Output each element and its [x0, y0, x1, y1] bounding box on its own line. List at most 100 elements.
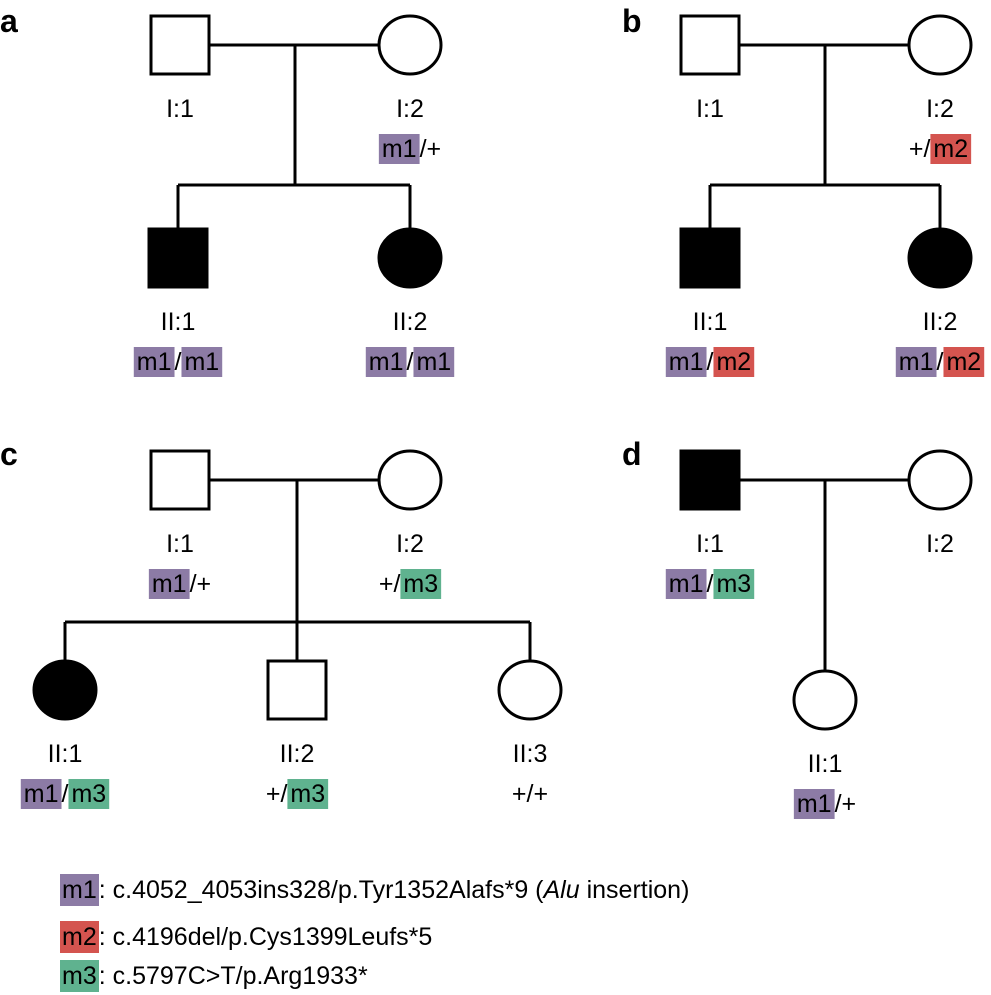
individual-b-II-1-affected-male	[679, 227, 741, 289]
genotype-allele-m2: m2	[933, 135, 968, 163]
legend-row-m1: m1: c.4052_4053ins328/p.Tyr1352Alafs*9 (…	[60, 874, 689, 906]
individual-b-II-2-id: II:2	[923, 308, 958, 336]
allele-highlight-m2	[930, 134, 972, 164]
individual-c-I-2-unaffected-female	[377, 449, 443, 511]
individual-d-I-1-affected-male	[679, 449, 741, 511]
allele-highlight-m3	[68, 779, 110, 809]
individual-c-II-3-unaffected-female	[497, 659, 563, 721]
individual-c-II-1-id: II:1	[48, 740, 83, 768]
genotype-allele-m1: m1	[137, 348, 172, 376]
genotype-separator: +/	[266, 780, 288, 808]
pedigree-symbols	[32, 14, 973, 731]
genotype-allele-m1: m1	[416, 348, 451, 376]
panel-label-c: c	[0, 436, 18, 472]
panel-label-a: a	[0, 3, 18, 39]
legend-desc-m3: c.5797C>T/p.Arg1933*	[112, 962, 368, 990]
allele-highlight-m1	[148, 569, 190, 599]
individual-b-II-2-affected-female	[907, 227, 973, 289]
genotype-separator: /	[937, 348, 944, 376]
allele-highlight-m1	[665, 347, 707, 377]
genotype-separator: /+	[190, 570, 212, 598]
allele-highlight-m1	[20, 779, 62, 809]
allele-highlight-m3	[287, 779, 329, 809]
legend-desc-m2: c.4196del/p.Cys1399Leufs*5	[112, 923, 433, 951]
individual-c-II-1-affected-female	[32, 659, 98, 721]
individual-a-I-2-unaffected-female	[377, 14, 443, 76]
individual-a-II-1-genotype: m1/m1	[133, 347, 223, 377]
legend-row-m3: m3: c.5797C>T/p.Arg1933*	[60, 960, 368, 992]
individual-c-I-2-id: I:2	[396, 530, 424, 558]
genotype-allele-m1: m1	[152, 570, 187, 598]
allele-highlight-m1	[895, 347, 937, 377]
individual-d-II-1-id: II:1	[808, 750, 843, 778]
genotype-separator: +/	[909, 135, 931, 163]
individual-a-II-2-genotype: m1/m1	[365, 347, 455, 377]
individual-d-I-1-id: I:1	[696, 530, 724, 558]
legend-emph-m1: Alu	[543, 876, 580, 904]
genotype-separator: /	[175, 348, 182, 376]
genotype-separator: /	[62, 780, 69, 808]
individual-b-II-2-genotype: m1/m2	[895, 347, 985, 377]
individual-c-II-3-id: II:3	[513, 740, 548, 768]
genotype-allele-m1: m1	[369, 348, 404, 376]
genotype-separator: /	[407, 348, 414, 376]
individual-b-I-1-id: I:1	[696, 95, 724, 123]
individual-a-I-2-id: I:2	[396, 95, 424, 123]
individual-a-I-1-id: I:1	[166, 95, 194, 123]
individual-b-I-2-genotype: +/m2	[909, 134, 972, 164]
allele-highlight-m3	[713, 569, 755, 599]
individual-a-I-1-unaffected-male	[149, 14, 211, 76]
legend-key-m2: m2	[60, 921, 99, 953]
genotype-allele-m1: m1	[669, 570, 704, 598]
genotype-allele-m2: m2	[716, 348, 751, 376]
allele-highlight-m3	[400, 569, 442, 599]
panel-label-d: d	[622, 436, 642, 472]
individual-b-I-2-unaffected-female	[907, 14, 973, 76]
individual-b-II-1-genotype: m1/m2	[665, 347, 755, 377]
legend-sep-m3: :	[98, 962, 113, 990]
individual-c-I-1-id: I:1	[166, 530, 194, 558]
legend-desc-m1-end: insertion)	[579, 876, 690, 904]
individual-c-II-3-genotype: +/+	[512, 780, 548, 808]
allele-highlight-m1	[793, 789, 835, 819]
individual-d-I-1-genotype: m1/m3	[665, 569, 755, 599]
genotype-separator: /	[707, 348, 714, 376]
allele-highlight-m1	[413, 347, 455, 377]
legend-row-m2: m2: c.4196del/p.Cys1399Leufs*5	[60, 921, 432, 953]
legend-key-m3: m3	[60, 960, 99, 992]
individual-c-I-1-genotype: m1/+	[148, 569, 212, 599]
legend-sep-m2: :	[98, 923, 113, 951]
pedigree-lines	[63, 43, 942, 672]
genotype-separator: +/+	[512, 780, 548, 808]
genotype-allele-m1: m1	[382, 135, 417, 163]
individual-d-II-1-unaffected-female	[792, 669, 858, 731]
allele-highlight-m1	[133, 347, 175, 377]
genotype-separator: /	[707, 570, 714, 598]
individual-c-I-2-genotype: +/m3	[379, 569, 442, 599]
genotype-allele-m3: m3	[716, 570, 751, 598]
individual-c-I-1-unaffected-male	[149, 449, 211, 511]
individual-b-I-1-unaffected-male	[679, 14, 741, 76]
individual-a-II-1-affected-male	[147, 227, 209, 289]
allele-highlight-m1	[665, 569, 707, 599]
individual-c-II-2-genotype: +/m3	[266, 779, 329, 809]
allele-highlight-m2	[713, 347, 755, 377]
individual-c-II-2-id: II:2	[280, 740, 315, 768]
individual-c-II-1-genotype: m1/m3	[20, 779, 110, 809]
genotype-allele-m1: m1	[669, 348, 704, 376]
legend-sep-m1: :	[98, 876, 113, 904]
genotype-separator: /+	[835, 790, 857, 818]
individual-a-I-2-genotype: m1/+	[378, 134, 441, 164]
individual-d-II-1-genotype: m1/+	[793, 789, 857, 819]
genotype-allele-m3: m3	[290, 780, 325, 808]
genotype-allele-m1: m1	[797, 790, 832, 818]
panel-label-b: b	[622, 3, 642, 39]
genotype-allele-m3: m3	[71, 780, 106, 808]
legend-desc-m1: c.4052_4053ins328/p.Tyr1352Alafs*9 (	[112, 876, 544, 904]
individual-d-I-2-id: I:2	[926, 530, 954, 558]
allele-highlight-m1	[181, 347, 223, 377]
genotype-allele-m1: m1	[899, 348, 934, 376]
individual-d-I-2-unaffected-female	[907, 449, 973, 511]
